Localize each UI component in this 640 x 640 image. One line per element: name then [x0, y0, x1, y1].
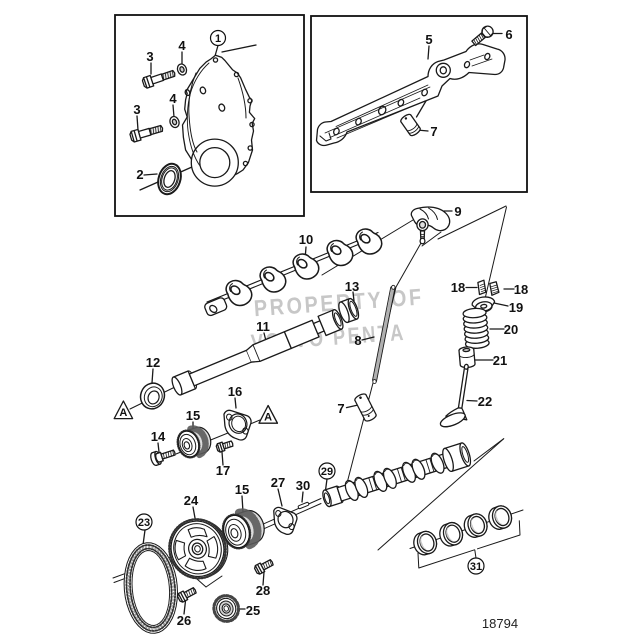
svg-text:4: 4: [169, 91, 177, 106]
svg-text:8: 8: [354, 333, 361, 348]
svg-text:7: 7: [430, 124, 437, 139]
svg-text:4: 4: [178, 38, 186, 53]
svg-text:15: 15: [235, 482, 249, 497]
svg-text:23: 23: [138, 517, 150, 529]
svg-text:9: 9: [454, 204, 461, 219]
svg-text:13: 13: [345, 279, 359, 294]
svg-text:1: 1: [215, 33, 221, 45]
svg-text:A: A: [264, 412, 272, 424]
svg-text:12: 12: [146, 355, 160, 370]
svg-text:A: A: [119, 407, 127, 419]
svg-text:26: 26: [177, 613, 191, 628]
svg-text:30: 30: [296, 478, 310, 493]
svg-text:3: 3: [146, 49, 153, 64]
svg-text:28: 28: [256, 583, 270, 598]
svg-text:3: 3: [133, 102, 140, 117]
svg-text:18: 18: [451, 280, 465, 295]
svg-text:6: 6: [505, 27, 512, 42]
svg-text:10: 10: [299, 232, 313, 247]
svg-text:19: 19: [509, 300, 523, 315]
svg-text:27: 27: [271, 475, 285, 490]
svg-text:20: 20: [504, 322, 518, 337]
svg-text:14: 14: [151, 429, 166, 444]
svg-text:21: 21: [493, 353, 507, 368]
svg-text:15: 15: [186, 408, 200, 423]
svg-text:17: 17: [216, 463, 230, 478]
svg-text:25: 25: [246, 603, 260, 618]
svg-text:18794: 18794: [482, 616, 518, 631]
svg-text:22: 22: [478, 394, 492, 409]
svg-text:31: 31: [470, 561, 482, 573]
svg-text:5: 5: [425, 32, 432, 47]
svg-text:11: 11: [256, 319, 270, 334]
svg-text:7: 7: [337, 401, 344, 416]
svg-text:16: 16: [228, 384, 242, 399]
svg-text:2: 2: [136, 167, 143, 182]
svg-text:24: 24: [184, 493, 199, 508]
svg-text:18: 18: [514, 282, 528, 297]
svg-text:29: 29: [321, 466, 333, 478]
